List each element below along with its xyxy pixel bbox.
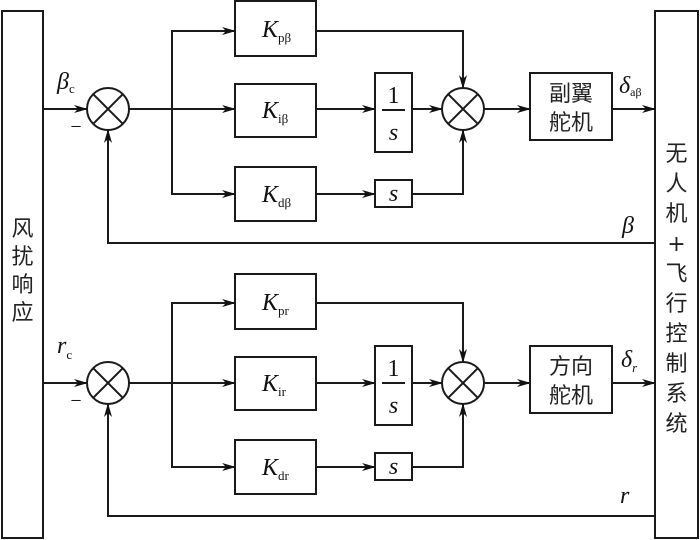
beta-to-kd-arrow	[171, 109, 236, 198]
uav-label-char-4: 飞	[665, 262, 687, 287]
svg-text:Kdβ: Kdβ	[261, 182, 292, 210]
svg-text:Kpr: Kpr	[261, 290, 290, 318]
wind-label-char-0: 风	[11, 217, 33, 242]
beta-feedback-arrow	[104, 129, 655, 244]
beta-output-label: δaβ	[619, 73, 642, 99]
beta-differentiator-block: s	[374, 179, 413, 208]
svg-text:Kpβ: Kpβ	[261, 17, 292, 45]
svg-text:方向: 方向	[549, 355, 593, 380]
beta-pid-summing-junction	[441, 87, 485, 131]
svg-text:Kir: Kir	[261, 371, 287, 399]
r-error-summing-junction	[86, 361, 130, 405]
r-to-kp-arrow	[171, 299, 236, 383]
uav-label-char-9: 统	[665, 412, 687, 437]
uav-label-char-7: 制	[665, 352, 687, 377]
beta-minus-sign: −	[70, 116, 81, 138]
r-feedback-arrow	[104, 403, 655, 517]
uav-flight-control-block: 无 人 机 + 飞 行 控 制 系 统	[654, 10, 699, 539]
uav-label-char-2: 机	[665, 202, 687, 227]
svg-text:s: s	[389, 120, 398, 146]
beta-to-kp-arrow	[171, 27, 236, 109]
svg-text:s: s	[389, 181, 398, 207]
beta-feedback-label: β	[621, 213, 634, 239]
wind-label-char-1: 扰	[11, 245, 33, 270]
r-pid-summing-junction	[441, 361, 485, 405]
beta-differentiator-to-sum-arrow	[412, 129, 467, 195]
beta-loop: βc − Kpβ Kiβ Kdβ	[43, 0, 656, 244]
beta-integrator-block: 1 s	[374, 72, 413, 153]
svg-text:舵机: 舵机	[549, 384, 593, 409]
svg-text:舵机: 舵机	[549, 111, 593, 136]
r-minus-sign: −	[70, 390, 81, 412]
uav-label-char-0: 无	[665, 142, 687, 167]
r-kp-block: Kpr	[234, 273, 317, 330]
aileron-servo-block: 副翼 舵机	[529, 72, 613, 141]
r-kp-to-sum-arrow	[316, 302, 467, 363]
uav-label-char-8: 系	[665, 382, 687, 407]
beta-kp-to-sum-arrow	[316, 30, 467, 89]
r-differentiator-to-sum-arrow	[412, 403, 467, 468]
uav-label-char-1: 人	[665, 172, 687, 197]
r-reference-label: rc	[57, 333, 72, 362]
beta-reference-label: βc	[56, 69, 75, 96]
rudder-servo-block: 方向 舵机	[529, 345, 613, 414]
svg-text:Kiβ: Kiβ	[261, 98, 289, 126]
wind-disturbance-block: 风 扰 响 应	[1, 10, 44, 539]
r-integrator-block: 1 s	[374, 345, 413, 426]
r-to-kd-arrow	[171, 383, 236, 471]
beta-ki-block: Kiβ	[234, 83, 317, 138]
r-differentiator-block: s	[374, 452, 413, 481]
r-output-label: δr	[621, 347, 638, 375]
wind-label-char-2: 响	[11, 273, 33, 298]
svg-text:1: 1	[388, 83, 400, 109]
svg-text:s: s	[389, 393, 398, 419]
r-ki-block: Kir	[234, 356, 317, 411]
wind-label-char-3: 应	[11, 301, 33, 326]
uav-label-char-6: 控	[665, 322, 687, 347]
r-feedback-label: r	[620, 483, 630, 509]
r-loop: rc − Kpr Kir Kdr 1 s	[43, 273, 656, 517]
beta-kp-block: Kpβ	[234, 0, 317, 57]
uav-label-char-3: +	[667, 232, 685, 257]
svg-text:1: 1	[388, 356, 400, 382]
beta-error-summing-junction	[86, 87, 130, 131]
svg-text:s: s	[389, 454, 398, 480]
uav-label-char-5: 行	[665, 292, 687, 317]
beta-kd-block: Kdβ	[234, 166, 317, 222]
r-kd-block: Kdr	[234, 439, 317, 495]
svg-text:副翼: 副翼	[549, 82, 593, 107]
svg-text:Kdr: Kdr	[261, 455, 290, 483]
